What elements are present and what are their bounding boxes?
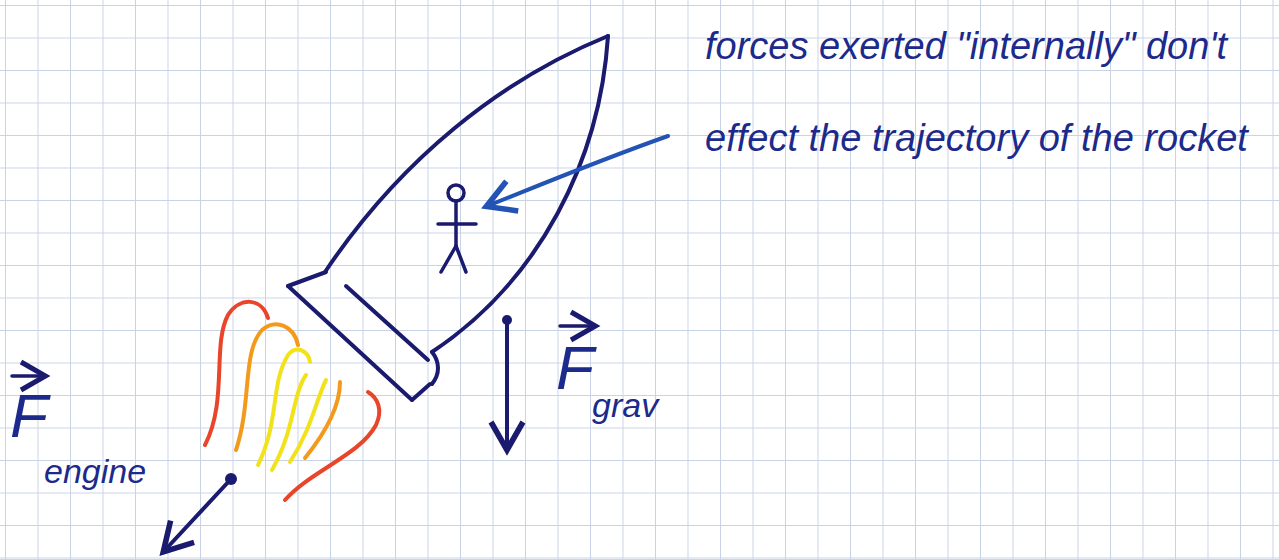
force-subscript: grav — [592, 386, 658, 425]
force-symbol: F — [10, 380, 48, 451]
force-symbol: F — [556, 332, 594, 403]
force-subscript: engine — [44, 452, 146, 491]
note-text: forces exerted "internally" don't effect… — [705, 0, 1250, 184]
